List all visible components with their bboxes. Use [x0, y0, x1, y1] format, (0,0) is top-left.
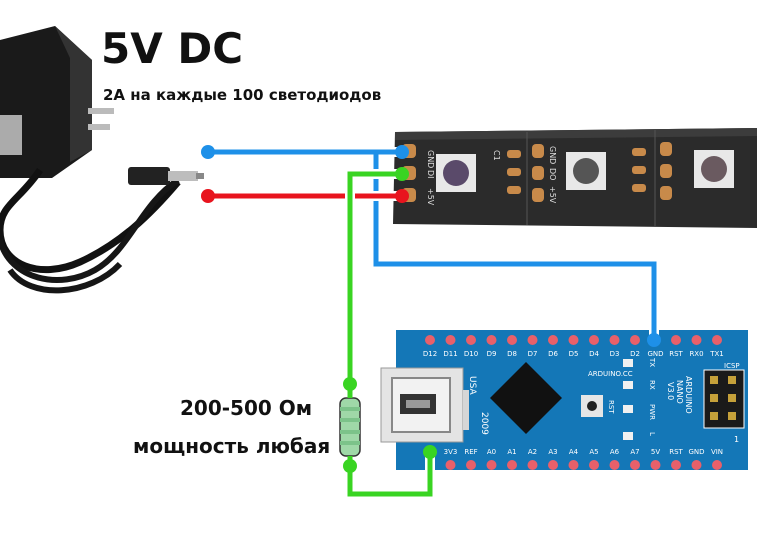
- top-pin-label-5: D7: [528, 350, 538, 358]
- resistor-value-label: 200-500 Ом: [180, 396, 313, 420]
- microcontroller-chip: [490, 362, 562, 434]
- board-name-line-2: NANO: [675, 380, 684, 404]
- led-strip: GND DI +5V GND DO +5V C1: [393, 128, 757, 228]
- icsp-label: ICSP: [724, 362, 740, 370]
- top-pin-label-9: D3: [610, 350, 620, 358]
- icsp-corner-label: 1: [734, 435, 739, 444]
- bottom-pin-pad-11: [650, 460, 661, 470]
- led-label-tx: TX: [648, 357, 656, 367]
- top-pin-label-10: D2: [630, 350, 640, 358]
- top-pin-pad-0: [425, 335, 435, 345]
- bottom-pin-pad-14: [712, 460, 722, 470]
- top-pin-pad-3: [486, 335, 497, 345]
- top-pin-pad-5: [527, 335, 538, 345]
- psu-voltage-title: 5V DC: [101, 24, 244, 73]
- top-pin-pad-8: [589, 335, 599, 345]
- bottom-pin-pad-12: [671, 460, 681, 470]
- bottom-pin-label-5: A2: [528, 448, 537, 456]
- usb-connector: [380, 367, 464, 443]
- top-pin-pad-14: [712, 335, 722, 345]
- top-pin-label-8: D4: [589, 350, 599, 358]
- top-pin-label-14: TX1: [709, 350, 724, 358]
- top-pin-pad-6: [548, 335, 558, 345]
- strip-out-label-gnd: GND: [548, 146, 557, 164]
- led-label-rx: RX: [648, 380, 656, 390]
- resistor-power-label: мощность любая: [133, 434, 331, 458]
- top-pin-pad-1: [445, 335, 456, 345]
- bottom-pin-label-6: A3: [548, 448, 557, 456]
- top-pin-pad-9: [609, 335, 620, 345]
- bottom-pin-pad-6: [548, 460, 558, 470]
- board-name-line-1: ARDUINO: [684, 376, 693, 414]
- top-pin-label-4: D8: [507, 350, 517, 358]
- top-pin-pad-13: [691, 335, 702, 345]
- top-pin-pad-10: [630, 335, 640, 345]
- top-pin-label-1: D11: [443, 350, 457, 358]
- bottom-pin-label-11: 5V: [651, 448, 660, 456]
- board-year-label: 2009: [479, 412, 489, 435]
- bottom-pin-label-10: A7: [630, 448, 639, 456]
- top-pin-label-13: RX0: [689, 350, 703, 358]
- top-pin-pad-7: [568, 335, 579, 345]
- led-chip-3: [694, 150, 734, 188]
- power-wire: [201, 189, 409, 203]
- top-pin-pad-2: [466, 335, 476, 345]
- resistor: [339, 384, 361, 466]
- board-name-line-3: V3.0: [666, 382, 675, 400]
- bottom-pin-pad-3: [486, 460, 497, 470]
- led-chip-2: [566, 152, 606, 190]
- board-usa-label: USA: [467, 376, 477, 395]
- strip-cap-label: C1: [492, 150, 501, 161]
- top-pin-label-0: D12: [423, 350, 437, 358]
- top-pin-label-7: D5: [569, 350, 579, 358]
- wires: [201, 145, 661, 499]
- top-pin-pad-4: [507, 335, 517, 345]
- board-rst-label: RST: [607, 400, 615, 414]
- bottom-pin-label-2: REF: [464, 448, 477, 456]
- reset-button[interactable]: [581, 395, 603, 417]
- bottom-pin-label-8: A5: [589, 448, 598, 456]
- bottom-pin-pad-9: [609, 460, 620, 470]
- bottom-pin-label-14: VIN: [711, 448, 723, 456]
- bottom-pin-label-13: GND: [688, 448, 704, 456]
- bottom-pin-pad-2: [466, 460, 476, 470]
- strip-pad-label-di: DI: [426, 170, 435, 179]
- top-pin-label-12: RST: [669, 350, 683, 358]
- top-pin-label-3: D9: [487, 350, 497, 358]
- strip-pad-label-5v: +5V: [426, 188, 435, 206]
- strip-out-label-do: DO: [548, 168, 557, 180]
- power-adapter: [0, 26, 204, 294]
- strip-out-label-5v: +5V: [548, 186, 557, 204]
- bottom-pin-label-1: 3V3: [444, 448, 458, 456]
- bottom-pin-pad-8: [589, 460, 599, 470]
- bottom-pin-label-4: A1: [507, 448, 516, 456]
- data-wire: [343, 167, 437, 499]
- strip-pad-label-gnd: GND: [426, 150, 435, 168]
- bottom-pin-label-12: RST: [669, 448, 683, 456]
- bottom-pin-pad-10: [630, 460, 640, 470]
- led-label-pwr: PWR: [648, 404, 656, 420]
- bottom-pin-label-7: A4: [569, 448, 579, 456]
- bottom-pin-pad-5: [527, 460, 538, 470]
- bottom-pin-label-9: A6: [610, 448, 620, 456]
- led-label-l: L: [648, 432, 656, 436]
- psu-current-note: 2А на каждые 100 светодиодов: [103, 86, 382, 104]
- top-pin-label-6: D6: [548, 350, 558, 358]
- bottom-pin-pad-4: [507, 460, 517, 470]
- board-brand-label: ARDUINO.CC: [588, 370, 633, 378]
- icsp-header: [703, 369, 745, 429]
- top-pin-pad-12: [671, 335, 681, 345]
- bottom-pin-row: D133V3REFA0A1A2A3A4A5A6A75VRSTGNDVIN: [423, 448, 723, 470]
- top-pin-label-11: GND: [647, 350, 663, 358]
- bottom-pin-pad-13: [691, 460, 702, 470]
- bottom-pin-pad-7: [568, 460, 579, 470]
- top-pin-label-2: D10: [464, 350, 478, 358]
- bottom-pin-label-3: A0: [487, 448, 496, 456]
- bottom-pin-pad-1: [445, 460, 456, 470]
- gnd-wire: [201, 145, 661, 347]
- led-chip-1: [436, 154, 476, 192]
